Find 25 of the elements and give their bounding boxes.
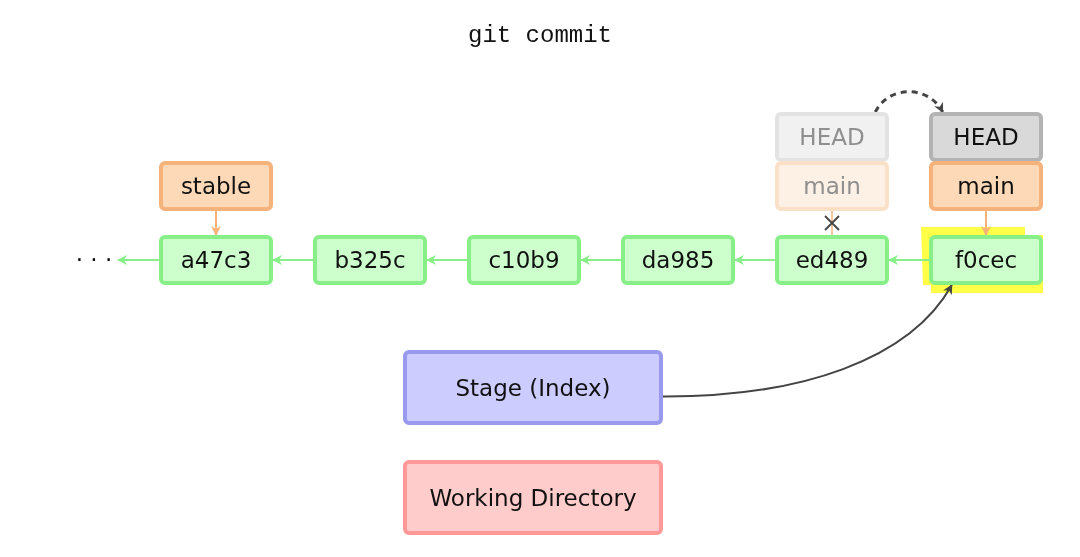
arrow [981,210,991,236]
commit-box: a47c3 [159,235,273,285]
arrow [888,255,930,265]
working-directory-box: Working Directory [403,460,663,535]
arrow [662,284,953,398]
diagram-title: git commit [467,22,613,49]
arrow [117,255,160,265]
arrow [426,255,468,265]
branch-label-box: stable [159,161,273,211]
branch-label-box: main [929,161,1043,211]
arrow [874,90,944,113]
head-pointer-box: HEAD [929,112,1043,162]
stage-box: Stage (Index) [403,350,663,425]
arrow [211,210,221,236]
arrow [580,255,622,265]
commit-box: ed489 [775,235,889,285]
commit-box: b325c [313,235,427,285]
arrow [734,255,776,265]
commit-box: c10b9 [467,235,581,285]
branch-label-box: main [775,161,889,211]
head-pointer-box: HEAD [775,112,889,162]
commit-box: da985 [621,235,735,285]
arrow [272,255,314,265]
ellipsis-text: · · · [70,242,118,278]
commit-box: f0cec [929,235,1043,285]
